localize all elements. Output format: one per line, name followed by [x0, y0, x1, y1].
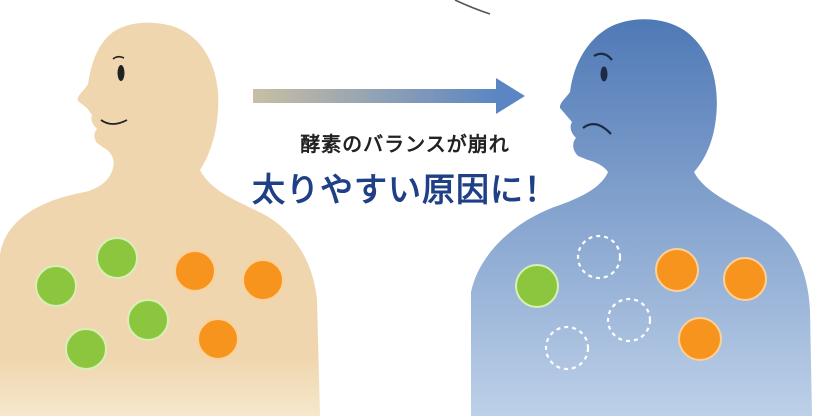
left-green-dot-2 — [96, 237, 138, 279]
left-figure — [0, 22, 320, 416]
right-eyebrow — [593, 52, 613, 61]
caption-weight-gain-cause: 太りやすい原因に！ — [252, 170, 558, 209]
right-empty-dot-1 — [576, 234, 622, 280]
right-orange-dot-2 — [723, 257, 767, 301]
left-green-dot-4 — [65, 328, 107, 370]
right-orange-dot-1 — [655, 248, 699, 292]
left-silhouette — [0, 22, 320, 416]
right-eye — [600, 66, 608, 82]
top-curve-line — [454, 0, 491, 15]
arrow-shaft — [253, 89, 498, 103]
arrow-head — [496, 78, 525, 114]
left-eyebrow — [112, 55, 125, 60]
left-green-dot-1 — [35, 265, 77, 307]
right-mouth — [582, 123, 612, 135]
transition-arrow — [253, 78, 525, 114]
right-figure — [471, 19, 812, 416]
left-orange-dot-2 — [242, 259, 284, 301]
left-green-dot-3 — [127, 299, 169, 341]
left-mouth — [100, 119, 128, 125]
left-orange-dot-3 — [197, 318, 239, 360]
right-green-dot-1 — [515, 264, 559, 308]
left-orange-dot-1 — [174, 250, 216, 292]
caption-enzyme-balance: 酵素のバランスが崩れ — [300, 132, 510, 156]
left-eye — [117, 65, 125, 81]
right-empty-dot-2 — [606, 297, 652, 343]
right-orange-dot-3 — [678, 317, 722, 361]
right-empty-dot-3 — [544, 325, 590, 371]
right-silhouette — [471, 19, 812, 416]
